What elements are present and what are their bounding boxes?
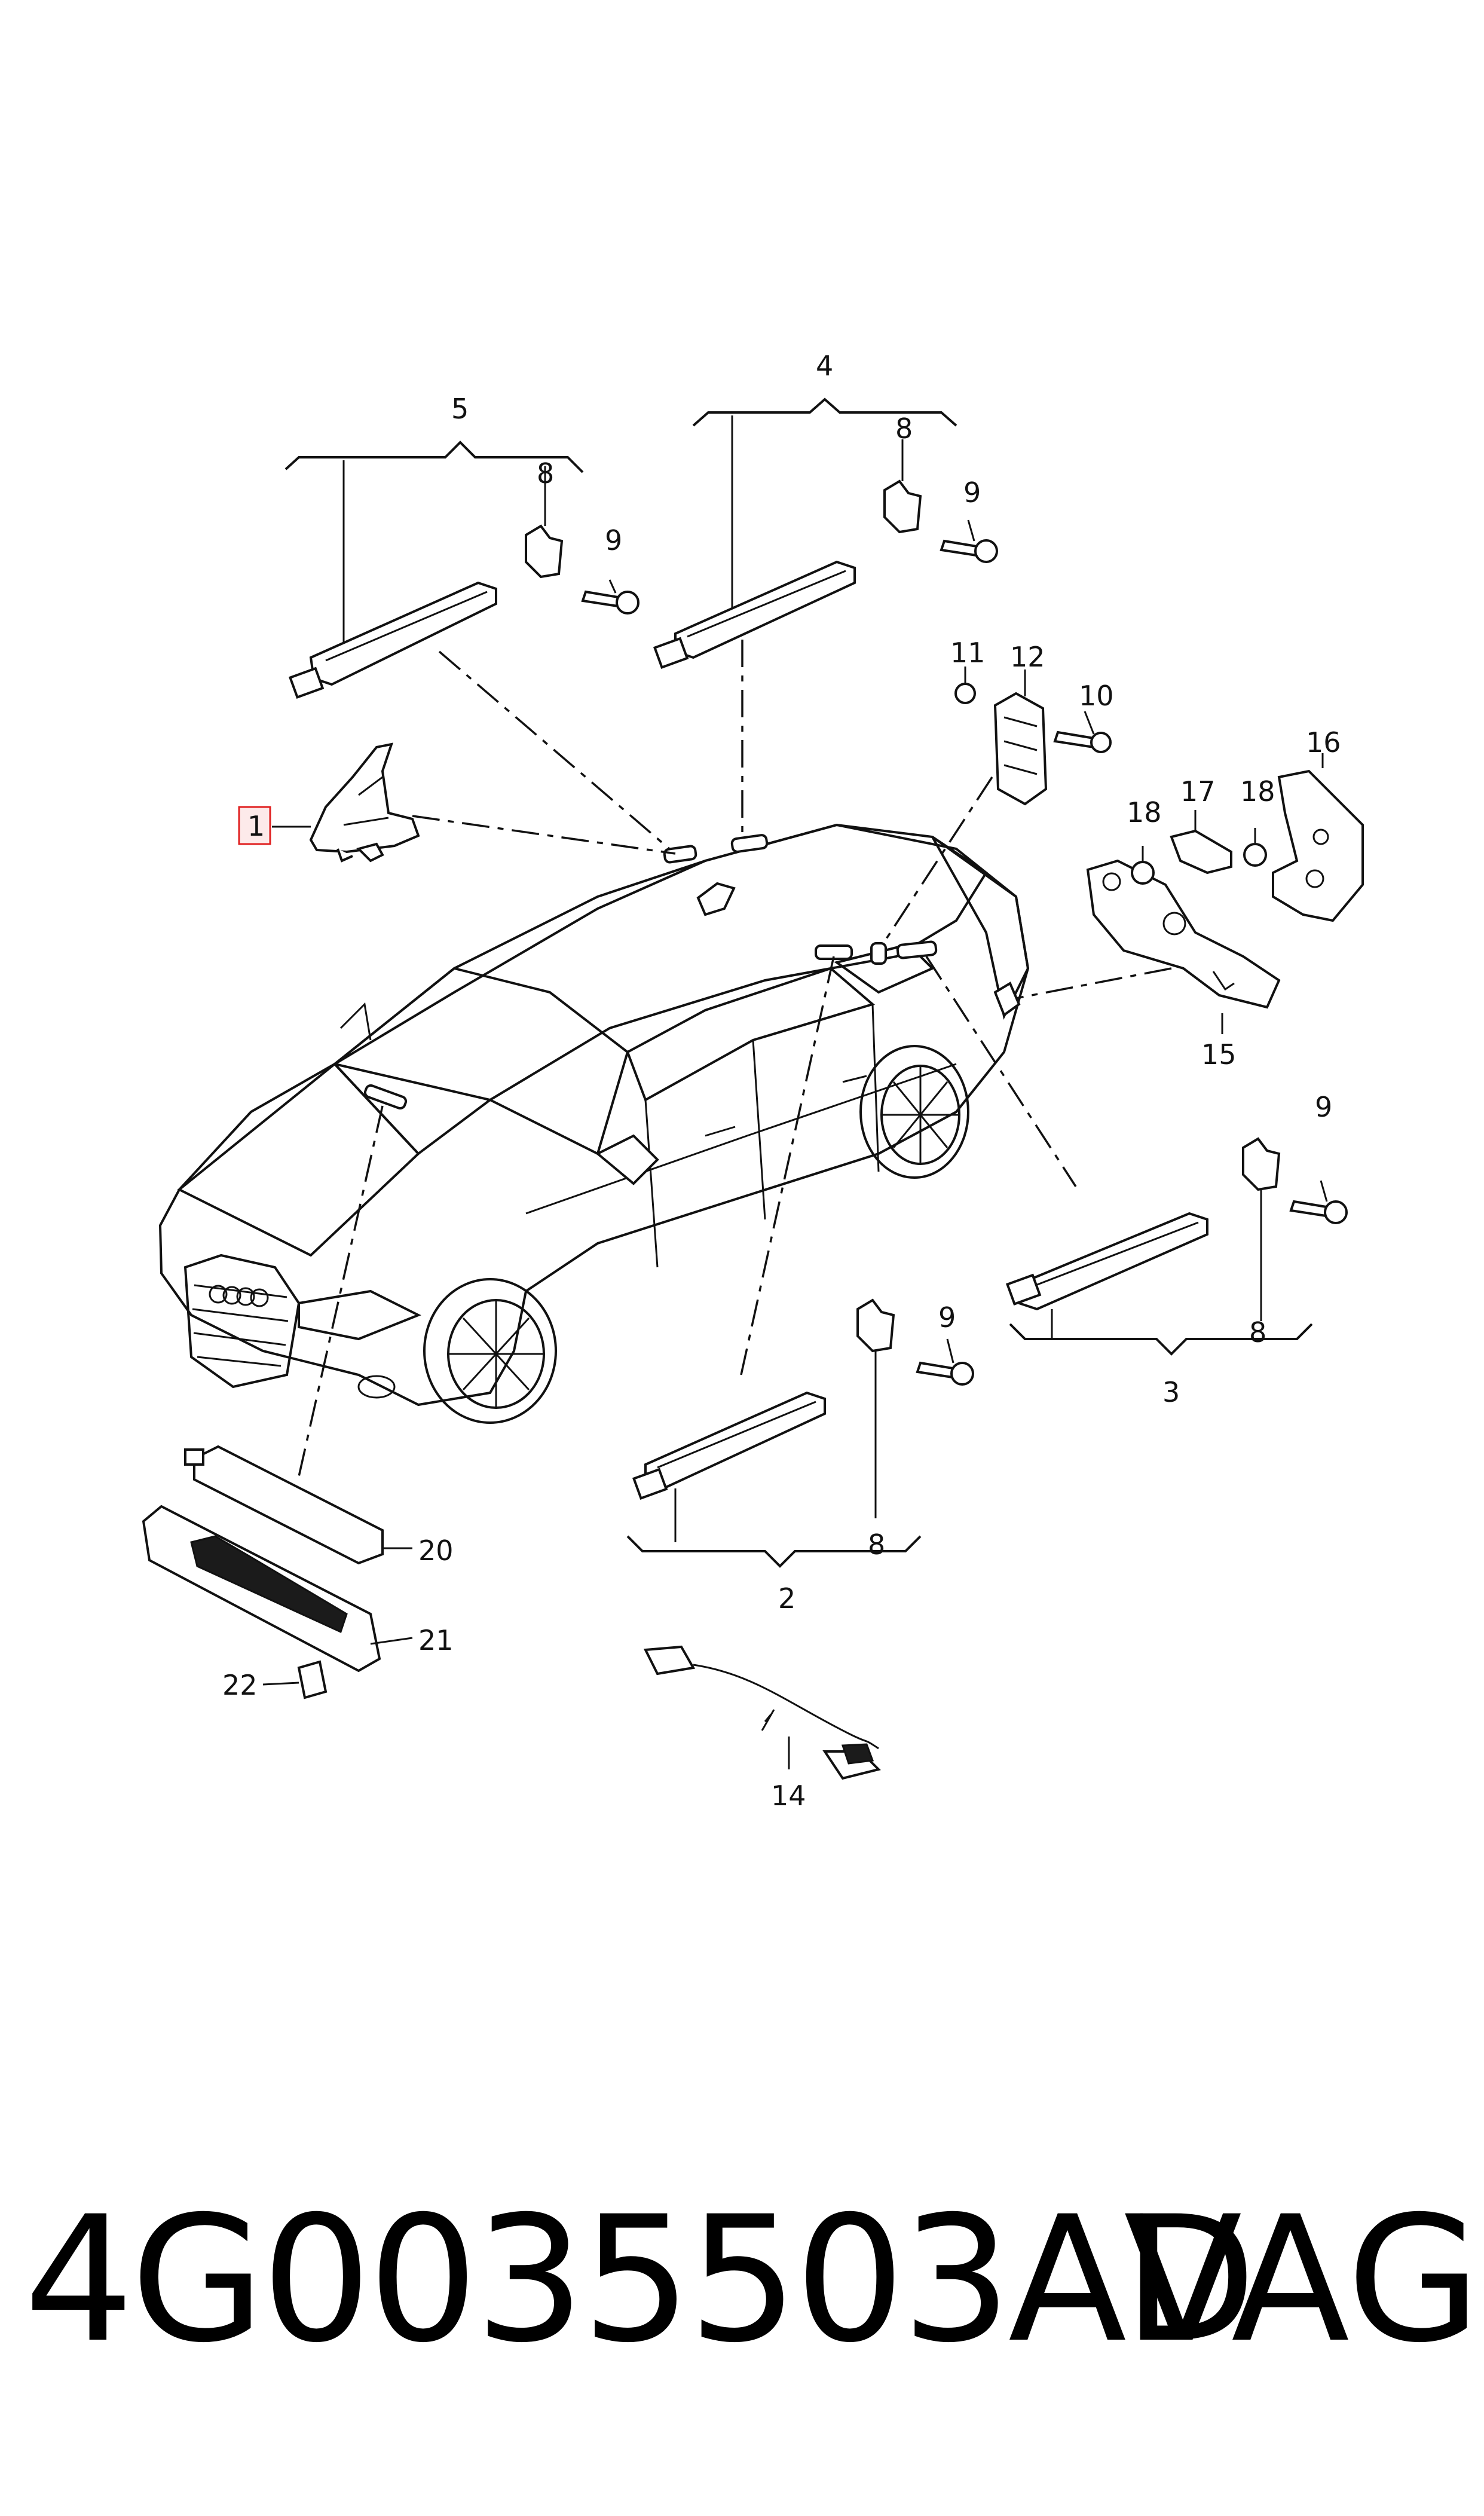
part-14-cable <box>643 1645 881 1780</box>
callout-18: 18 <box>1127 796 1162 829</box>
callout-2: 2 <box>778 1582 795 1615</box>
part-number: 4G0035503AD <box>24 2179 1256 2381</box>
callout-8: 8 <box>868 1528 885 1561</box>
callout-5: 5 <box>451 393 469 425</box>
part-1-roof-antenna <box>272 742 420 863</box>
callout-labels: 1 5 8 9 4 8 9 11 12 10 16 17 18 18 15 9 … <box>222 350 1341 1812</box>
parts-15-18-bracket <box>1086 753 1364 1034</box>
callout-12: 12 <box>1010 641 1045 673</box>
part-5-assembly <box>284 441 640 699</box>
install-markers <box>363 834 1021 1110</box>
callout-15: 15 <box>1201 1038 1237 1071</box>
part-2-assembly <box>626 1298 974 1568</box>
callout-9: 9 <box>938 1301 956 1334</box>
parts-20-22 <box>142 1445 413 1699</box>
callout-14: 14 <box>771 1780 806 1812</box>
callout-16: 16 <box>1306 726 1341 759</box>
part-12-module <box>954 667 1112 806</box>
callout-9: 9 <box>1315 1091 1332 1123</box>
part-3-assembly <box>1005 1137 1348 1356</box>
callout-8: 8 <box>1249 1316 1266 1349</box>
callout-17: 17 <box>1180 775 1216 808</box>
callout-9: 9 <box>605 524 622 557</box>
highlight-box <box>238 806 271 845</box>
footer: 4G0035503AD VAG <box>0 2164 1484 2415</box>
car-illustration <box>158 823 1030 1424</box>
callout-18: 18 <box>1240 775 1275 808</box>
callout-9: 9 <box>963 476 981 509</box>
callout-20: 20 <box>418 1534 454 1567</box>
callout-4: 4 <box>816 350 833 382</box>
leader-lines <box>298 640 1172 1477</box>
callout-22: 22 <box>222 1669 258 1701</box>
callout-21: 21 <box>418 1624 454 1656</box>
brand-name: VAG <box>1124 2179 1481 2381</box>
callout-3: 3 <box>1162 1376 1180 1408</box>
callout-10: 10 <box>1079 680 1114 712</box>
parts-diagram: 1 5 8 9 4 8 9 11 12 10 16 17 18 18 15 9 … <box>142 350 1364 1812</box>
callout-11: 11 <box>950 637 986 669</box>
part-4-assembly <box>653 398 998 669</box>
callout-1: 1 <box>247 810 265 842</box>
callout-8: 8 <box>537 457 554 490</box>
callout-8: 8 <box>895 412 913 445</box>
